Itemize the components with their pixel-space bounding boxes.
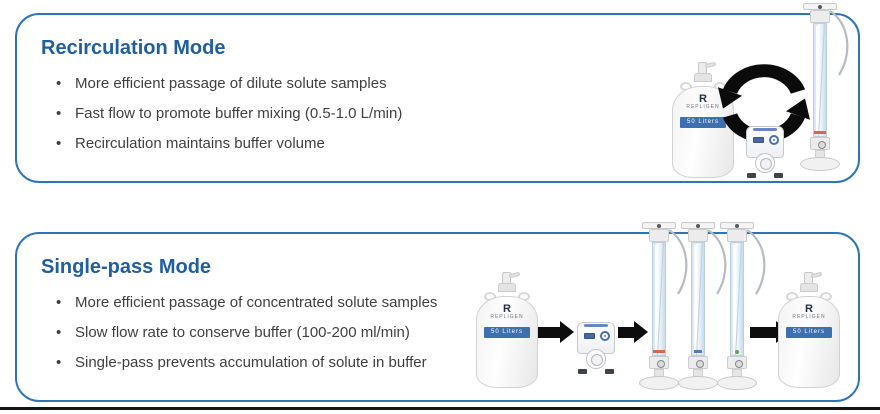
carboy-logo: R REPLIGEN xyxy=(476,303,538,321)
column-base xyxy=(678,376,718,390)
single-pass-mode-panel: Single-pass Mode More efficient passage … xyxy=(15,232,860,402)
carboy-neck xyxy=(694,73,712,82)
column-base xyxy=(639,376,679,390)
pump-head xyxy=(586,349,606,369)
carboy-neck xyxy=(800,283,818,292)
bullet-item: More efficient passage of concentrated s… xyxy=(41,288,838,318)
column-tube xyxy=(730,242,744,356)
brand-mark-icon: R xyxy=(503,303,511,315)
bullet-item: Fast flow to promote buffer mixing (0.5-… xyxy=(41,99,838,129)
recirculation-bullet-list: More efficient passage of dilute solute … xyxy=(41,69,838,159)
recirculation-title: Recirculation Mode xyxy=(41,37,226,59)
tubing-icon xyxy=(746,229,766,295)
pump-foot xyxy=(747,173,756,178)
bullet-item: Slow flow rate to conserve buffer (100-2… xyxy=(41,318,838,348)
peristaltic-pump xyxy=(576,322,616,374)
carboy-logo: R REPLIGEN xyxy=(778,303,840,321)
column-bottom-cap xyxy=(688,356,708,369)
carboy-body xyxy=(778,296,840,388)
bullet-text: Slow flow rate to conserve buffer (100-2… xyxy=(75,324,410,341)
column-tube xyxy=(813,23,827,137)
column-bottom-cap xyxy=(810,137,830,150)
column-bottom-cap xyxy=(649,356,669,369)
pump-foot xyxy=(774,173,783,178)
pump-knob xyxy=(769,135,779,145)
hollow-fiber-column xyxy=(800,3,849,173)
brand-mark-icon: R xyxy=(805,303,813,315)
brand-name: REPLIGEN xyxy=(792,314,826,320)
carboy-volume-label: 50 Liters xyxy=(680,117,726,128)
tubing-icon xyxy=(707,229,727,295)
column-band xyxy=(694,350,702,353)
brand-name: REPLIGEN xyxy=(490,314,524,320)
pump-display xyxy=(753,137,764,143)
pump-top-strip xyxy=(584,324,608,327)
column-band xyxy=(735,350,739,354)
pump-foot xyxy=(605,369,614,374)
bullet-text: More efficient passage of dilute solute … xyxy=(75,75,387,92)
hollow-fiber-column xyxy=(717,222,766,392)
hollow-fiber-column xyxy=(678,222,727,392)
bullet-item: Single-pass prevents accumulation of sol… xyxy=(41,348,838,378)
hollow-fiber-column xyxy=(639,222,688,392)
column-bottom-cap xyxy=(727,356,747,369)
carboy-neck xyxy=(498,283,516,292)
column-base xyxy=(800,157,840,171)
column-top-flange xyxy=(720,222,754,229)
bullet-text: More efficient passage of concentrated s… xyxy=(75,294,438,311)
bullet-text: Fast flow to promote buffer mixing (0.5-… xyxy=(75,105,403,122)
column-band xyxy=(814,131,826,134)
collection-carboy: R REPLIGEN 50 Liters xyxy=(778,271,840,388)
feed-carboy: R REPLIGEN 50 Liters xyxy=(476,271,538,388)
column-tube xyxy=(691,242,705,356)
bullet-item: More efficient passage of dilute solute … xyxy=(41,69,838,99)
carboy-volume-label: 50 Liters xyxy=(484,327,530,338)
pump-foot xyxy=(578,369,587,374)
bullet-text: Recirculation maintains buffer volume xyxy=(75,135,325,152)
pump-top-strip xyxy=(753,128,777,131)
carboy-body xyxy=(476,296,538,388)
column-top-flange xyxy=(803,3,837,10)
carboy-volume-label: 50 Liters xyxy=(786,327,832,338)
bullet-text: Single-pass prevents accumulation of sol… xyxy=(75,354,427,371)
tubing-icon xyxy=(668,229,688,295)
pump-knob xyxy=(600,331,610,341)
column-tube xyxy=(652,242,666,356)
pump-head xyxy=(755,153,775,173)
brand-mark-icon: R xyxy=(699,93,707,105)
peristaltic-pump xyxy=(745,126,785,178)
single-pass-title: Single-pass Mode xyxy=(41,256,212,278)
single-pass-bullet-list: More efficient passage of concentrated s… xyxy=(41,288,838,378)
tubing-icon xyxy=(829,10,849,76)
column-base xyxy=(717,376,757,390)
flow-arrow-icon xyxy=(538,321,574,343)
column-band xyxy=(653,350,665,353)
column-top-flange xyxy=(681,222,715,229)
carboy-logo: R REPLIGEN xyxy=(672,93,734,111)
pump-display xyxy=(584,333,595,339)
bottom-border-line xyxy=(0,407,880,410)
flow-arrow-icon xyxy=(618,321,648,343)
brand-name: REPLIGEN xyxy=(686,104,720,110)
bullet-item: Recirculation maintains buffer volume xyxy=(41,129,838,159)
column-top-flange xyxy=(642,222,676,229)
